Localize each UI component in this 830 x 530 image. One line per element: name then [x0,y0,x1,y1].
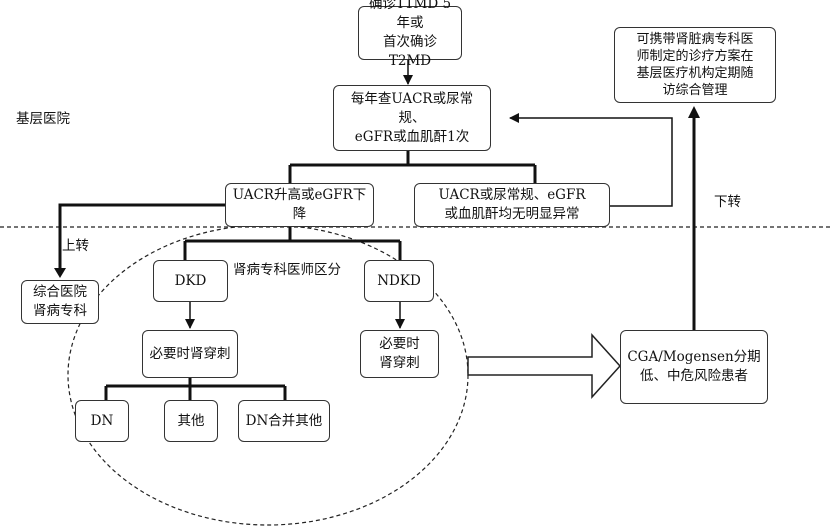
dn-node: DN [75,400,129,442]
refer-down-label: 下转 [714,194,741,210]
dn-combined-node: DN合并其他 [238,400,330,442]
uacr-up-node: UACR升高或eGFR下降 [225,183,374,227]
split-biopsy [104,378,287,400]
uacr-normal-node: UACR或尿常规、eGFR 或血肌酐均无明显异常 [414,183,610,227]
dkd-node: DKD [153,260,228,302]
split-uacr-up [183,227,402,260]
other-node: 其他 [164,400,218,442]
cga-low-mid-node: CGA/Mogensen分期 低、中危风险患者 [620,330,768,404]
start-node: 确诊T1MD 5年或 首次确诊T2MD [358,0,462,69]
general-hospital-node: 综合医院 肾病专科 [21,280,99,324]
arrowhead-down-refer [688,106,700,118]
biopsy-ndkd-node: 必要时 肾穿刺 [360,330,439,378]
arrowhead-up-refer [54,268,66,278]
annual-check-node: 每年查UACR或尿常规、 eGFR或血肌酐1次 [333,85,491,151]
primary-hospital-label: 基层医院 [16,111,70,127]
hollow-arrow-to-cga [467,333,622,399]
split-check [288,151,537,183]
refer-up-label: 上转 [62,238,89,254]
ndkd-node: NDKD [364,260,434,302]
nephrologist-distinguish-label: 肾病专科医师区分 [233,262,341,278]
line-up-refer [58,203,225,268]
biopsy-dkd-node: 必要时肾穿刺 [142,330,238,378]
line-return-check [509,113,673,207]
portable-plan-node: 可携带肾脏病专科医 师制定的诊疗方案在 基层医疗机构定期随 访综合管理 [614,27,776,103]
